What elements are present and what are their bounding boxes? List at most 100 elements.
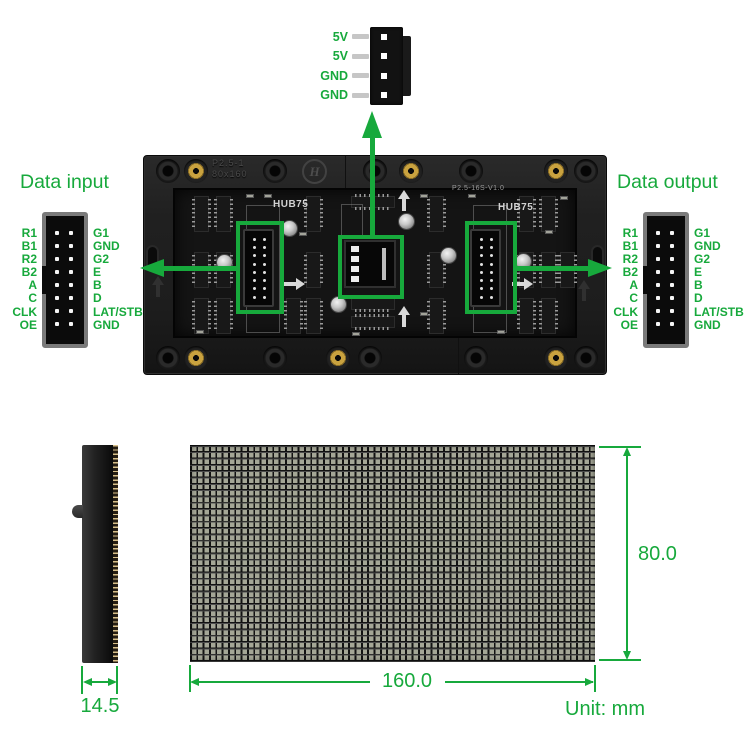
- ic-chip: [304, 252, 323, 288]
- smd-component: [420, 312, 428, 316]
- dim-arrow-left-icon: [83, 678, 92, 686]
- hub75-pin-grid: [476, 235, 496, 301]
- socket-pin-icon: [252, 254, 256, 258]
- ic-chip: [214, 298, 233, 334]
- hub75-left-label: HUB75: [273, 199, 309, 210]
- mounting-hole: [574, 159, 598, 183]
- pin-contact-icon: [670, 282, 674, 287]
- pin-contact-icon: [69, 282, 73, 287]
- ic-chip: [192, 298, 211, 334]
- ic-chip: [427, 298, 446, 334]
- socket-pin-icon: [479, 279, 483, 283]
- pin-label: C: [629, 291, 638, 306]
- pin-contact-icon: [656, 322, 660, 327]
- ic-chip: [427, 252, 446, 288]
- socket-pin-icon: [489, 279, 493, 283]
- pin-contact-icon: [55, 230, 59, 235]
- power-pin-contact-icon: [381, 92, 387, 99]
- extension-line: [81, 666, 83, 694]
- data-output-title: Data output: [617, 171, 718, 193]
- pin-contact-icon: [670, 322, 674, 327]
- pin-label: B1: [622, 239, 638, 254]
- socket-pin-icon: [479, 287, 483, 291]
- pin-label: GND: [93, 317, 120, 332]
- pin-contact-icon: [69, 230, 73, 235]
- thickness-value: 14.5: [80, 695, 120, 717]
- pin-label: E: [694, 265, 703, 280]
- width-dimension-line-left: [192, 681, 370, 683]
- brass-insert-hole: [184, 159, 208, 183]
- extension-line: [594, 665, 596, 692]
- pin-contact-icon: [69, 269, 73, 274]
- power-pin-slot-icon: [351, 266, 359, 272]
- socket-pin-icon: [262, 254, 266, 258]
- ic-chip: [214, 196, 233, 232]
- unit-label: Unit: mm: [565, 698, 645, 720]
- pin-label: C: [28, 291, 37, 306]
- connector-key-notch: [643, 266, 651, 294]
- pin-label: LAT/STB: [93, 304, 143, 319]
- brass-insert-hole: [184, 346, 208, 370]
- pin-label: GND: [93, 239, 120, 254]
- pin-label: E: [93, 265, 102, 280]
- mold-seam: [345, 156, 346, 188]
- pin-contact-icon: [69, 256, 73, 261]
- smd-component: [545, 230, 553, 234]
- socket-pin-icon: [262, 262, 266, 266]
- power-pin-label: 5V: [332, 49, 348, 64]
- pin-contact-icon: [55, 269, 59, 274]
- mounting-hole: [156, 159, 180, 183]
- socket-pin-icon: [252, 245, 256, 249]
- ic-chip: [351, 296, 395, 312]
- pin-contact-icon: [69, 243, 73, 248]
- smd-component: [299, 232, 307, 236]
- brass-insert-hole: [399, 159, 423, 183]
- power-pin-row: GND: [292, 86, 422, 105]
- pin-contact-icon: [69, 296, 73, 301]
- frame-arrow-up-icon: [578, 280, 590, 302]
- data-output-connector: [643, 212, 689, 348]
- power-pin-contact-icon: [381, 33, 387, 40]
- pin-label: R2: [21, 252, 37, 267]
- pin-label: R1: [21, 226, 37, 240]
- socket-pin-icon: [479, 237, 483, 241]
- molded-marking: P2.5-1 80x160: [212, 158, 248, 180]
- ic-chip: [304, 298, 323, 334]
- socket-pin-icon: [262, 295, 266, 299]
- brand-logo-icon: H: [302, 159, 327, 184]
- extension-line: [599, 446, 641, 448]
- pin-contact-icon: [656, 296, 660, 301]
- pin-contact-icon: [670, 243, 674, 248]
- pin-label: G1: [93, 226, 110, 240]
- mounting-hole: [358, 346, 382, 370]
- pin-contact-icon: [670, 269, 674, 274]
- power-pin-lead-icon: [352, 92, 369, 98]
- pin-contact-icon: [69, 322, 73, 327]
- power-pin-slot-icon: [351, 246, 359, 252]
- socket-pin-icon: [489, 254, 493, 258]
- power-pin-lead-icon: [352, 53, 369, 59]
- socket-pin-icon: [252, 262, 256, 266]
- connector-pin-grid: [50, 226, 78, 331]
- mounting-hole: [363, 159, 387, 183]
- logo-glyph: H: [309, 163, 320, 179]
- capacitor: [440, 247, 457, 264]
- pcb-arrow-up-icon: [398, 306, 410, 328]
- arrow-right-icon: [588, 259, 612, 277]
- mounting-hole: [574, 346, 598, 370]
- smd-component: [352, 332, 360, 336]
- hub75-output-connector: [470, 229, 501, 307]
- socket-pin-icon: [479, 254, 483, 258]
- panel-side-view: [72, 445, 118, 663]
- height-dimension-line: [626, 450, 628, 657]
- pin-contact-icon: [656, 256, 660, 261]
- pin-label: B: [93, 278, 102, 293]
- pin-label: D: [93, 291, 102, 306]
- socket-pin-icon: [489, 237, 493, 241]
- pin-label: B: [694, 278, 703, 293]
- power-pin-label: 5V: [332, 29, 348, 44]
- socket-pin-icon: [262, 270, 266, 274]
